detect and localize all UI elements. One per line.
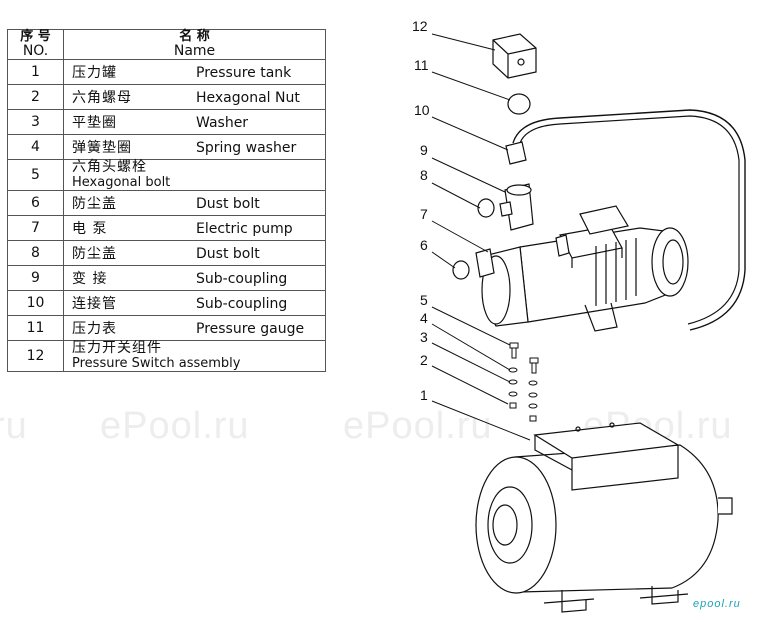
row-no: 2 — [7, 84, 64, 110]
header-no-cell: 序 号 NO. — [7, 29, 64, 60]
row-name: 连接管 Sub-coupling — [63, 290, 326, 316]
row-no: 7 — [7, 215, 64, 241]
callout-9: 9 — [420, 142, 428, 158]
row-name-en: Spring washer — [196, 140, 297, 156]
row-no: 12 — [7, 340, 64, 372]
row-name: 防尘盖 Dust bolt — [63, 190, 326, 216]
sub-coupling — [499, 183, 534, 231]
pressure-switch — [492, 33, 537, 79]
callout-12: 12 — [412, 18, 428, 34]
callout-10: 10 — [414, 102, 430, 118]
row-name-en: Sub-coupling — [196, 271, 288, 287]
row-name-zh: 六角头螺栓 — [72, 159, 147, 175]
row-name-en: Pressure Switch assembly — [72, 356, 241, 371]
pressure-gauge — [507, 93, 531, 115]
row-name: 变 接 Sub-coupling — [63, 265, 326, 291]
row-name-en: Pressure tank — [196, 65, 292, 81]
row-name: 压力罐 Pressure tank — [63, 59, 326, 85]
row-name-en: Hexagonal bolt — [72, 175, 171, 190]
exploded-diagram: 12 11 10 9 8 7 6 5 4 3 2 1 — [412, 18, 746, 613]
header-name-en: Name — [173, 43, 216, 59]
callout-2: 2 — [420, 352, 428, 368]
row-no: 8 — [7, 240, 64, 266]
table-header-row: 序 号 NO. 名 称 Name — [7, 29, 326, 60]
row-name-zh: 六角螺母 — [72, 90, 132, 106]
callout-6: 6 — [420, 237, 428, 253]
row-name-zh: 变 接 — [72, 271, 108, 287]
row-name-zh: 压力罐 — [72, 65, 117, 81]
row-name: 防尘盖 Dust bolt — [63, 240, 326, 266]
row-no: 1 — [7, 59, 64, 85]
fasteners — [508, 342, 539, 422]
row-name-zh: 防尘盖 — [72, 246, 117, 262]
table-row: 7 电 泵 Electric pump — [7, 215, 326, 241]
table-row: 3 平垫圈 Washer — [7, 109, 326, 135]
callout-11: 11 — [414, 57, 429, 73]
dust-cap — [477, 198, 495, 218]
row-name: 压力表 Pressure gauge — [63, 315, 326, 341]
row-name-en: Hexagonal Nut — [196, 90, 300, 106]
leader-lines — [431, 33, 531, 441]
callout-1: 1 — [420, 387, 428, 403]
row-name-en: Dust bolt — [196, 196, 260, 212]
row-no: 11 — [7, 315, 64, 341]
row-no: 9 — [7, 265, 64, 291]
table-row: 6 防尘盖 Dust bolt — [7, 190, 326, 216]
row-no: 4 — [7, 134, 64, 160]
dust-cap — [452, 260, 470, 280]
electric-pump — [475, 205, 689, 332]
callout-7: 7 — [420, 206, 428, 222]
callout-labels: 12 11 10 9 8 7 6 5 4 3 2 1 — [412, 18, 430, 403]
pressure-tank — [475, 444, 733, 613]
watermark: ePool.ru — [100, 405, 250, 447]
table-row: 1 压力罐 Pressure tank — [7, 59, 326, 85]
callout-4: 4 — [420, 310, 428, 326]
watermark-partial: ru — [0, 405, 28, 447]
parts-table: 序 号 NO. 名 称 Name 1 压力罐 Pressure tank 2 六角… — [7, 29, 326, 372]
row-name: 平垫圈 Washer — [63, 109, 326, 135]
table-row: 10 连接管 Sub-coupling — [7, 290, 326, 316]
table-row: 11 压力表 Pressure gauge — [7, 315, 326, 341]
row-name-zh: 电 泵 — [72, 221, 108, 237]
callout-3: 3 — [420, 329, 428, 345]
header-name-cell: 名 称 Name — [63, 29, 326, 60]
callout-5: 5 — [420, 292, 428, 308]
row-name-en: Electric pump — [196, 221, 293, 237]
row-no: 5 — [7, 159, 64, 191]
table-row: 8 防尘盖 Dust bolt — [7, 240, 326, 266]
row-name: 六角螺母 Hexagonal Nut — [63, 84, 326, 110]
table-row: 4 弹簧垫圈 Spring washer — [7, 134, 326, 160]
header-no-en: NO. — [22, 43, 49, 59]
row-name: 弹簧垫圈 Spring washer — [63, 134, 326, 160]
connecting-pipe — [505, 109, 746, 331]
row-name: 电 泵 Electric pump — [63, 215, 326, 241]
row-name-zh: 平垫圈 — [72, 115, 117, 131]
row-name-en: Pressure gauge — [196, 321, 305, 337]
table-row: 2 六角螺母 Hexagonal Nut — [7, 84, 326, 110]
row-no: 3 — [7, 109, 64, 135]
row-name-en: Sub-coupling — [196, 296, 288, 312]
brand-logo: epool.ru — [693, 598, 741, 610]
row-name-zh: 弹簧垫圈 — [72, 140, 132, 156]
row-name-zh: 连接管 — [72, 296, 117, 312]
row-name-zh: 防尘盖 — [72, 196, 117, 212]
table-row: 9 变 接 Sub-coupling — [7, 265, 326, 291]
callout-8: 8 — [420, 167, 428, 183]
row-name-en: Dust bolt — [196, 246, 260, 262]
row-name-zh: 压力表 — [72, 321, 117, 337]
row-name-en: Washer — [196, 115, 249, 131]
row-no: 6 — [7, 190, 64, 216]
row-name-zh: 压力开关组件 — [72, 340, 162, 356]
watermark: ePool.ru — [343, 405, 493, 447]
mounting-plate — [533, 422, 680, 491]
header-no-zh: 序 号 — [20, 29, 51, 44]
row-no: 10 — [7, 290, 64, 316]
header-name-zh: 名 称 — [179, 29, 210, 44]
